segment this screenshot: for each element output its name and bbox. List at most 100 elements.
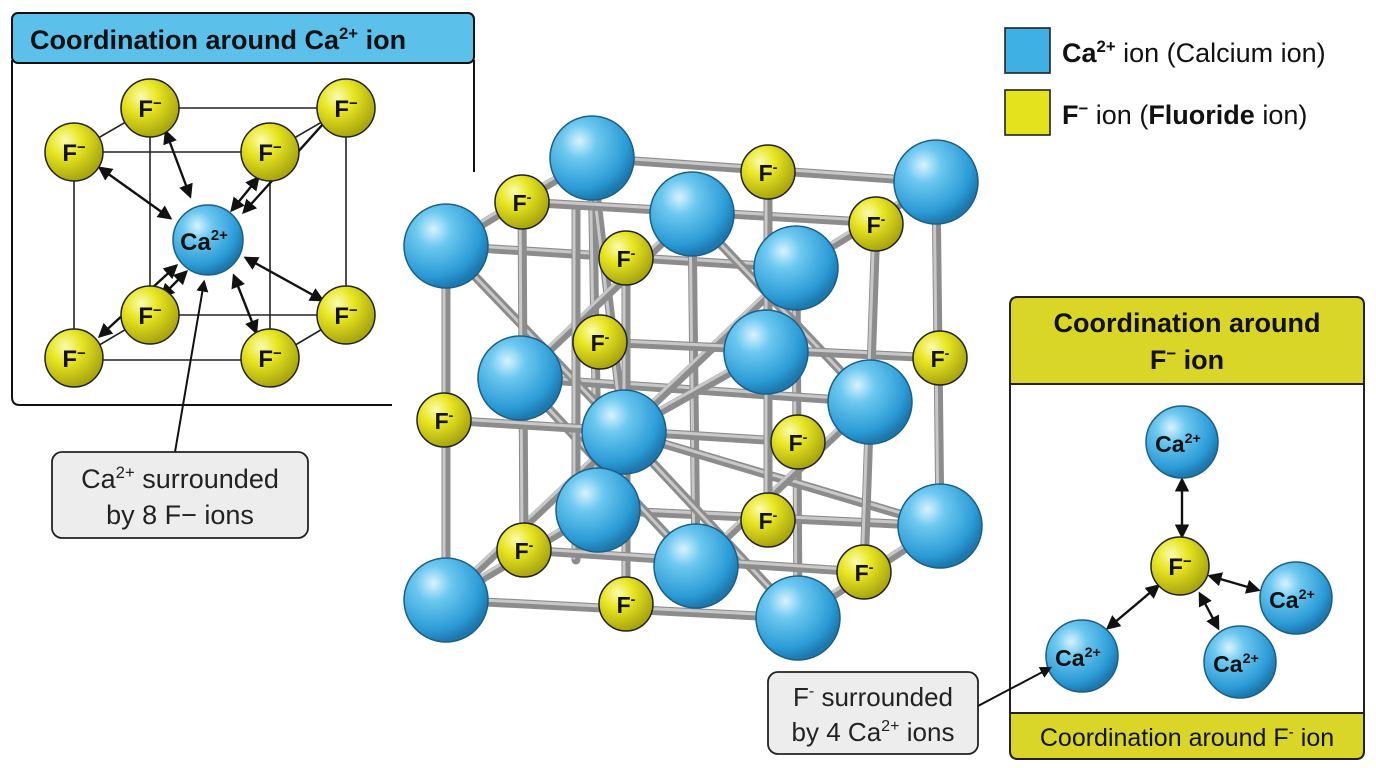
lattice-f-sphere: [848, 196, 904, 252]
svg-text:Ca2+: Ca2+: [1055, 645, 1101, 671]
lattice-ca-sphere: [897, 483, 983, 569]
lattice-f-sphere: [598, 576, 654, 632]
f-ion: F−: [316, 78, 376, 138]
lattice-f-ion: F-: [496, 522, 552, 578]
lattice-f-sphere: [740, 144, 796, 200]
ca-ion: Ca2+: [1145, 405, 1219, 479]
svg-text:Ca2+: Ca2+: [1155, 431, 1201, 457]
lattice-ca-ion: [755, 575, 841, 661]
lattice-f-sphere: [740, 492, 796, 548]
f-ion: F−: [120, 78, 180, 138]
lattice-ca-sphere: [403, 203, 489, 289]
legend-ca-swatch: [1004, 27, 1051, 74]
svg-text:F−: F−: [138, 303, 162, 330]
lattice-ca-ion: [653, 523, 739, 609]
lattice-f-label: F-: [617, 246, 636, 272]
lattice-f-sphere: [494, 174, 550, 230]
svg-text:Ca2+: Ca2+: [1269, 587, 1315, 613]
lattice-ca-sphere: [549, 115, 635, 201]
lattice-f-ion: F-: [770, 414, 826, 470]
lattice-ca-ion: [581, 389, 667, 475]
f-panel-title-line1: Coordination around: [1054, 308, 1321, 338]
f-panel-footer: [1009, 712, 1365, 760]
legend-f-label: F− ion (Fluoride ion): [1062, 99, 1307, 130]
svg-text:Ca2+: Ca2+: [1213, 651, 1259, 677]
lattice-f-sphere: [496, 522, 552, 578]
lattice-f-label: F-: [789, 430, 808, 456]
lattice-f-label: F-: [591, 330, 610, 356]
ca-callout-pointer: [174, 279, 209, 453]
f-callout-pointer: [977, 666, 1053, 707]
f-panel-footer-label: Coordination around F- ion: [1040, 724, 1334, 752]
svg-text:F−: F−: [334, 303, 358, 330]
svg-text:F−: F−: [258, 140, 282, 167]
lattice-f-sphere: [836, 544, 892, 600]
f-ion: F−: [44, 328, 104, 388]
lattice-f-label: F-: [931, 346, 950, 372]
lattice-ca-ion: [723, 309, 809, 395]
lattice-f-sphere: [598, 230, 654, 286]
f-ion: F−: [44, 122, 104, 182]
lattice-ca-ion: [897, 483, 983, 569]
f-callout-line1: F- surrounded: [793, 682, 953, 712]
fluorite-lattice: F-F-F-F-F-F-F-F-F-F-F-F-: [403, 115, 983, 661]
lattice-f-label: F-: [855, 560, 874, 586]
lattice-ca-sphere: [477, 335, 563, 421]
svg-text:F−: F−: [138, 96, 162, 123]
lattice-f-ion: F-: [848, 196, 904, 252]
lattice-ca-sphere: [555, 467, 641, 553]
lattice-f-ion: F-: [572, 314, 628, 370]
lattice-ca-ion: [403, 557, 489, 643]
f-ion: F−: [120, 285, 180, 345]
lattice-ca-sphere: [753, 225, 839, 311]
lattice-f-ion: F-: [494, 174, 550, 230]
f-callout: F- surrounded by 4 Ca2+ ions: [767, 666, 1053, 755]
lattice-ca-sphere: [827, 359, 913, 445]
lattice-ca-sphere: [649, 171, 735, 257]
ca-callout-line1: Ca2+ surrounded: [81, 463, 279, 494]
lattice-f-ion: F-: [912, 330, 968, 386]
f-callout-line2: by 4 Ca2+ ions: [792, 717, 955, 747]
lattice-atoms: F-F-F-F-F-F-F-F-F-F-F-F-: [403, 115, 983, 661]
f-neighbor-ca-ions: Ca2+ Ca2+ Ca2+ Ca2+: [1045, 405, 1333, 699]
lattice-f-ion: F-: [598, 576, 654, 632]
lattice-ca-sphere: [581, 389, 667, 475]
lattice-bond-highlight: [620, 428, 940, 526]
f-panel-header: [1009, 296, 1365, 385]
lattice-ca-ion: [549, 115, 635, 201]
lattice-f-sphere: [572, 314, 628, 370]
lattice-ca-ion: [555, 467, 641, 553]
svg-text:F−: F−: [1168, 554, 1192, 581]
lattice-ca-sphere: [653, 523, 739, 609]
lattice-f-ion: F-: [836, 544, 892, 600]
lattice-f-label: F-: [513, 190, 532, 216]
svg-text:F−: F−: [258, 346, 282, 373]
ca-center-ion: Ca2+: [172, 204, 244, 276]
lattice-ca-ion: [477, 335, 563, 421]
f-panel-title-line2: F− ion: [1150, 344, 1224, 375]
ca-ion: Ca2+: [1259, 561, 1333, 635]
svg-text:F−: F−: [334, 96, 358, 123]
ca-ion: Ca2+: [1203, 625, 1277, 699]
lattice-f-label: F-: [759, 508, 778, 534]
f-coordination-panel: Coordination around F− ion Coordination …: [1009, 296, 1365, 760]
lattice-ca-ion: [753, 225, 839, 311]
svg-text:F−: F−: [62, 346, 86, 373]
f-ion: F−: [316, 285, 376, 345]
lattice-f-ion: F-: [740, 492, 796, 548]
lattice-ca-sphere: [893, 139, 979, 225]
svg-text:Ca2+: Ca2+: [180, 228, 228, 256]
svg-text:F−: F−: [62, 140, 86, 167]
ca-panel-header: [11, 12, 475, 64]
lattice-ca-sphere: [723, 309, 809, 395]
lattice-ca-ion: [893, 139, 979, 225]
f-ion: F−: [240, 122, 300, 182]
lattice-f-label: F-: [435, 408, 454, 434]
ca-ion: Ca2+: [1045, 619, 1119, 693]
lattice-f-sphere: [770, 414, 826, 470]
lattice-ca-sphere: [403, 557, 489, 643]
ca-panel-title: Coordination around Ca2+ ion: [30, 24, 406, 55]
lattice-f-label: F-: [867, 212, 886, 238]
lattice-f-ion: F-: [598, 230, 654, 286]
